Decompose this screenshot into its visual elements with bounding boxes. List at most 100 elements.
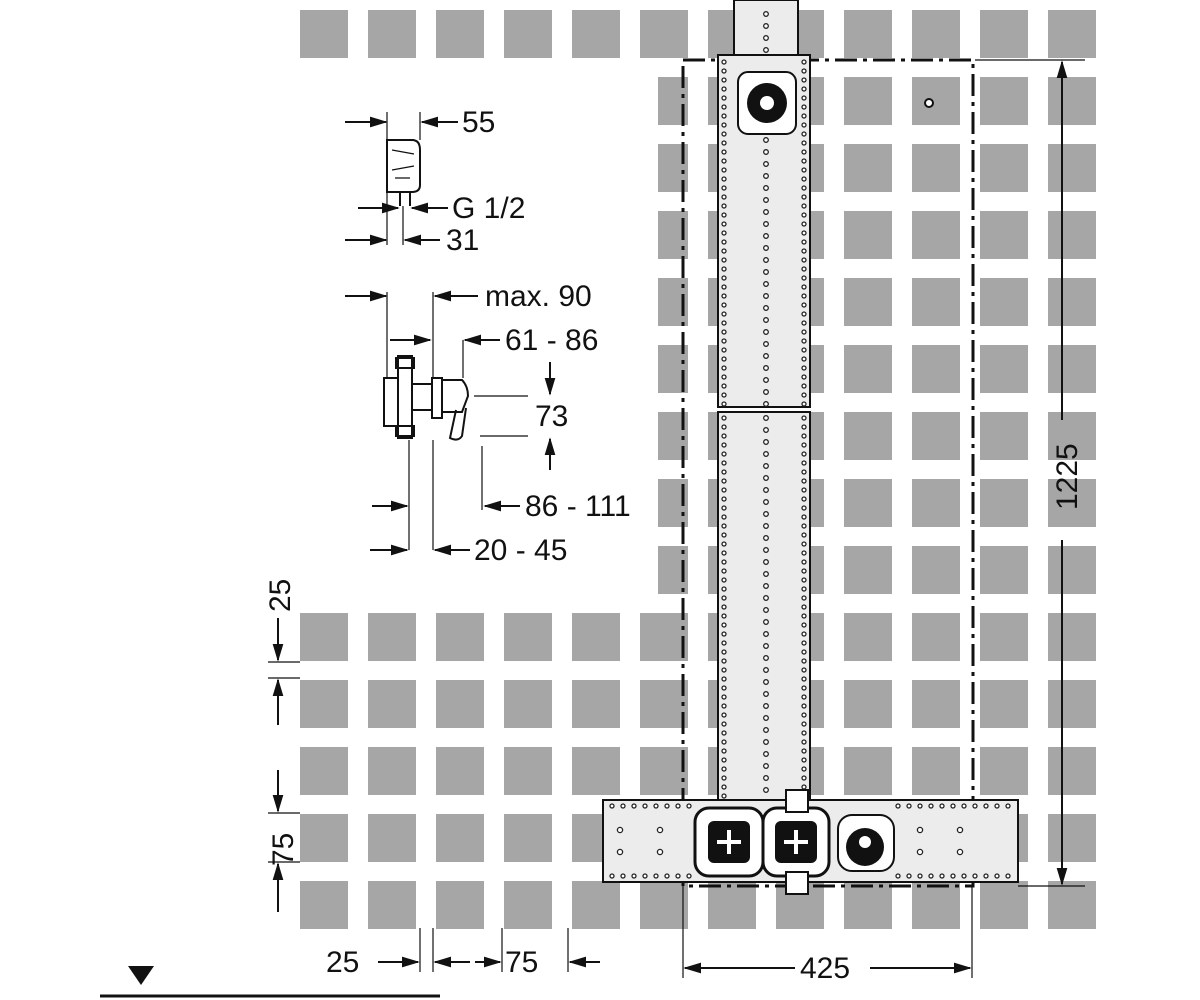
mounting-hole	[721, 721, 727, 727]
mounting-hole	[763, 35, 769, 41]
valve-left	[693, 806, 765, 878]
dim-tile-offset-horizontal: 25	[326, 946, 359, 979]
mounting-hole	[801, 577, 807, 583]
mounting-hole	[983, 803, 989, 809]
mounting-hole	[801, 478, 807, 484]
mounting-hole	[763, 233, 769, 239]
mounting-hole	[801, 392, 807, 398]
tile	[980, 747, 1028, 795]
tile	[300, 814, 348, 862]
dim-thread-offset: 31	[446, 224, 479, 257]
mounting-hole	[763, 523, 769, 529]
mounting-hole	[721, 401, 727, 407]
tile	[1048, 881, 1096, 929]
mounting-hole	[801, 230, 807, 236]
mounting-hole	[721, 487, 727, 493]
tile	[1048, 546, 1096, 594]
mounting-hole	[801, 77, 807, 83]
mounting-hole	[763, 365, 769, 371]
tile	[504, 881, 552, 929]
dim-tile-offset-vertical: 25	[264, 579, 297, 612]
frame-height-dimension	[975, 59, 1085, 887]
mounting-hole	[994, 873, 1000, 879]
mounting-hole	[801, 532, 807, 538]
mounting-hole	[721, 113, 727, 119]
mounting-hole	[721, 442, 727, 448]
tile	[300, 613, 348, 661]
tile	[844, 680, 892, 728]
mounting-hole	[801, 284, 807, 290]
mounting-hole	[721, 284, 727, 290]
mounting-hole	[763, 305, 769, 311]
mounting-hole	[801, 257, 807, 263]
mounting-hole	[801, 730, 807, 736]
mounting-hole	[801, 541, 807, 547]
mounting-hole	[721, 469, 727, 475]
mounting-hole	[721, 149, 727, 155]
mounting-hole	[686, 873, 692, 879]
mounting-hole	[763, 631, 769, 637]
tile	[912, 77, 960, 125]
mounting-hole	[801, 329, 807, 335]
tile	[912, 613, 960, 661]
tile	[300, 747, 348, 795]
mounting-hole	[763, 161, 769, 167]
mounting-hole	[763, 691, 769, 697]
mounting-hole	[721, 122, 727, 128]
mounting-hole	[721, 757, 727, 763]
wall-screw	[924, 98, 934, 108]
mounting-hole	[686, 803, 692, 809]
tile	[572, 613, 620, 661]
tile	[844, 278, 892, 326]
tile	[504, 613, 552, 661]
tile	[980, 278, 1028, 326]
mounting-hole	[801, 775, 807, 781]
tile	[980, 479, 1028, 527]
mounting-hole	[721, 230, 727, 236]
mounting-hole	[928, 803, 934, 809]
mounting-hole	[961, 803, 967, 809]
mounting-hole	[801, 586, 807, 592]
mounting-hole	[801, 721, 807, 727]
mounting-hole	[801, 86, 807, 92]
tile	[1048, 278, 1096, 326]
tile	[1048, 613, 1096, 661]
mounting-hole	[801, 712, 807, 718]
mounting-hole	[801, 401, 807, 407]
tile	[504, 680, 552, 728]
mounting-hole	[906, 803, 912, 809]
tile	[844, 345, 892, 393]
tile	[1048, 345, 1096, 393]
mounting-hole	[994, 803, 1000, 809]
tile	[912, 881, 960, 929]
mounting-hole	[763, 475, 769, 481]
mounting-hole	[763, 487, 769, 493]
mounting-hole	[801, 640, 807, 646]
mounting-hole	[801, 239, 807, 245]
mounting-hole	[763, 763, 769, 769]
mounting-hole	[895, 803, 901, 809]
mounting-hole	[721, 221, 727, 227]
mounting-hole	[801, 248, 807, 254]
mounting-hole	[801, 185, 807, 191]
mounting-hole	[721, 86, 727, 92]
mounting-hole	[763, 197, 769, 203]
tile	[912, 680, 960, 728]
mounting-hole	[906, 873, 912, 879]
tile	[300, 881, 348, 929]
tile	[1048, 77, 1096, 125]
mounting-hole	[721, 239, 727, 245]
mounting-hole	[801, 748, 807, 754]
mounting-hole	[763, 535, 769, 541]
mounting-hole	[763, 655, 769, 661]
mounting-hole	[801, 365, 807, 371]
mounting-hole	[763, 47, 769, 53]
mounting-hole	[928, 873, 934, 879]
dim-frame-width: 425	[800, 952, 850, 985]
mounting-hole	[763, 149, 769, 155]
mounting-hole	[721, 77, 727, 83]
mounting-hole	[801, 131, 807, 137]
mounting-hole	[763, 559, 769, 565]
tile	[640, 680, 688, 728]
